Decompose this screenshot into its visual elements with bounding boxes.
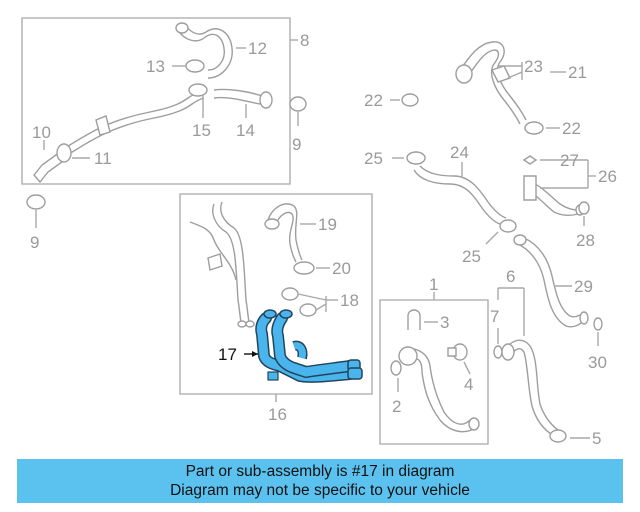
callout-26: 26 [598,167,617,186]
callout-1: 1 [429,275,438,294]
banner-line-2: Diagram may not be specific to your vehi… [170,482,470,499]
callout-20: 20 [332,259,351,278]
info-banner: Part or sub-assembly is #17 in diagram D… [17,459,623,503]
highlighted-part-17 [255,309,363,383]
callout-24: 24 [450,143,469,162]
callout-25-bottom: 25 [462,247,481,266]
callout-2: 2 [392,397,401,416]
clamp-25-bottom: 25 [462,219,517,266]
callout-14: 14 [236,121,255,140]
group-box-1: 1 3 2 4 [379,275,489,445]
callout-25-top: 25 [364,149,383,168]
callout-23: 23 [524,57,543,76]
callout-4: 4 [464,375,473,394]
seal-30: 30 [588,317,607,372]
callout-8: 8 [300,31,309,50]
callout-18: 18 [340,291,359,310]
callout-9-left: 9 [30,233,39,252]
callout-5: 5 [592,429,601,448]
callout-19: 19 [318,215,337,234]
hose-29: 29 [513,234,593,328]
hose-23: 23 21 [455,41,587,125]
hose-6: 6 7 5 [490,267,601,448]
callout-7: 7 [490,307,499,326]
callout-22-left: 22 [364,91,383,110]
hose-24: 25 24 [364,143,507,225]
clamp-22-left: 22 [364,91,419,110]
banner-line-1: Part or sub-assembly is #17 in diagram [185,463,455,480]
callout-13: 13 [146,57,165,76]
callout-6: 6 [506,267,515,286]
group-box-8: 12 8 13 15 14 10 11 [21,17,309,185]
clamp-9-left: 9 [26,194,46,252]
callout-30: 30 [588,353,607,372]
parts-diagram: 12 8 13 15 14 10 11 9 9 19 [21,17,617,448]
callout-16: 16 [268,405,287,424]
callout-27: 27 [560,151,579,170]
callout-3: 3 [440,313,449,332]
callout-10: 10 [32,123,51,142]
clamp-9-right: 9 [289,96,307,154]
group-box-16: 19 20 18 17 16 [179,193,373,424]
bracket-26: 27 26 28 [522,151,617,250]
callout-17: 17 [218,345,237,364]
callout-29: 29 [574,277,593,296]
callout-11: 11 [94,149,112,168]
clamp-22-right: 22 [524,119,581,138]
callout-22-right: 22 [562,119,581,138]
callout-9-right: 9 [292,135,301,154]
callout-12: 12 [248,39,267,58]
callout-15: 15 [192,121,211,140]
callout-21: 21 [568,63,587,82]
callout-28: 28 [576,231,595,250]
